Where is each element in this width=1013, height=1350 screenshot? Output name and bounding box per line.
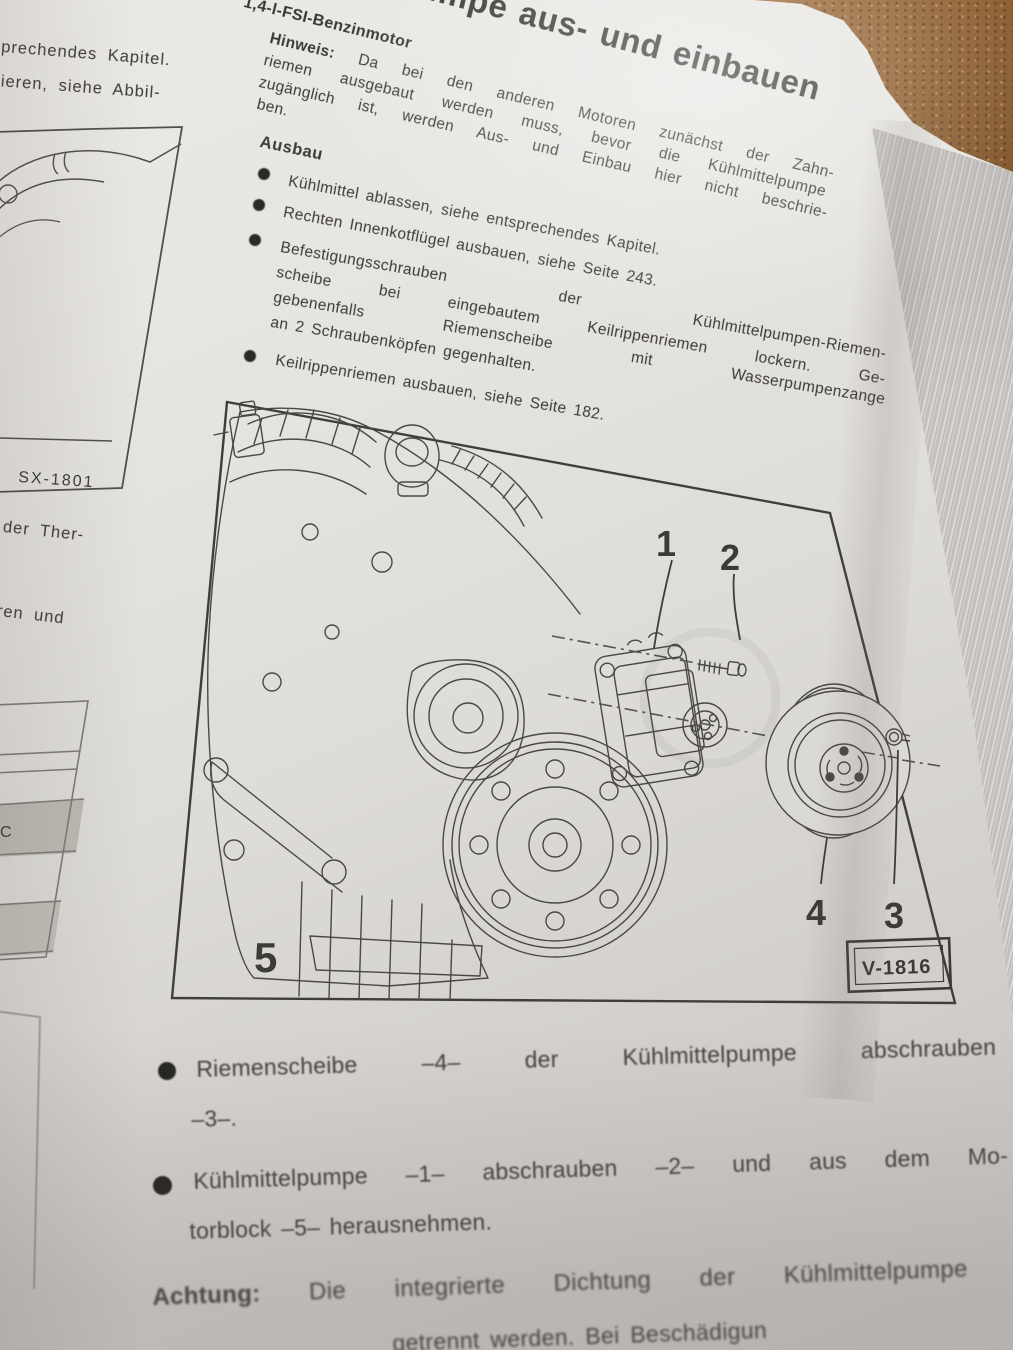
section-heading: Ausbau xyxy=(258,133,325,164)
figure-callout-1: 1 xyxy=(656,523,676,564)
figure-callout-4: 4 xyxy=(806,892,826,933)
bullet-marker xyxy=(244,350,256,362)
left-bottom-frame-fragment xyxy=(0,1010,41,1290)
figure-code-box: V-1816 xyxy=(845,936,953,994)
figure-callout-5: 5 xyxy=(254,934,277,981)
left-figure-code: SX-1801 xyxy=(18,469,95,491)
left-column-text-fragment: tieren, siehe Abbil- xyxy=(0,72,162,103)
cut-off-text-line: getrennt werden. Bei Beschädigun xyxy=(392,1316,768,1350)
bullet-marker xyxy=(253,199,265,211)
caution-label: Achtung: xyxy=(152,1280,261,1311)
figure-callout-3: 3 xyxy=(884,895,904,936)
step-line: –3–. xyxy=(191,1104,238,1132)
left-figure: SX-1801 xyxy=(0,126,184,493)
left-table-cell-fragment: C xyxy=(0,824,12,841)
left-table-fragment: C xyxy=(0,700,89,961)
engine-line-art xyxy=(203,400,892,1001)
engine-figure: 1 2 3 4 5 V-1816 xyxy=(170,400,957,1005)
caution-line: Achtung: Die integrierte Dichtung der Kü… xyxy=(152,1253,1013,1312)
figure-code: V-1816 xyxy=(862,956,932,980)
figure-callout-2: 2 xyxy=(720,537,740,578)
left-column-text-fragment: ren und xyxy=(0,602,66,628)
step-line: torblock –5– herausnehmen. xyxy=(189,1208,493,1244)
bullet-marker xyxy=(158,1062,176,1080)
note-line: ben. xyxy=(255,96,290,120)
caution-text: Die integrierte Dichtung der Kühlmittelp… xyxy=(308,1252,1013,1306)
left-column-text-fragment: prechendes Kapitel. xyxy=(0,38,172,70)
step-line: Kühlmittelpumpe –1– abschrauben –2– und … xyxy=(193,1142,1009,1194)
bullet-marker xyxy=(153,1176,172,1195)
figure-frame xyxy=(170,400,957,1005)
bullet-marker xyxy=(249,234,261,246)
left-column-text-fragment: der Ther- xyxy=(2,518,86,545)
bullet-marker xyxy=(258,168,270,180)
left-figure-frame xyxy=(0,126,184,493)
